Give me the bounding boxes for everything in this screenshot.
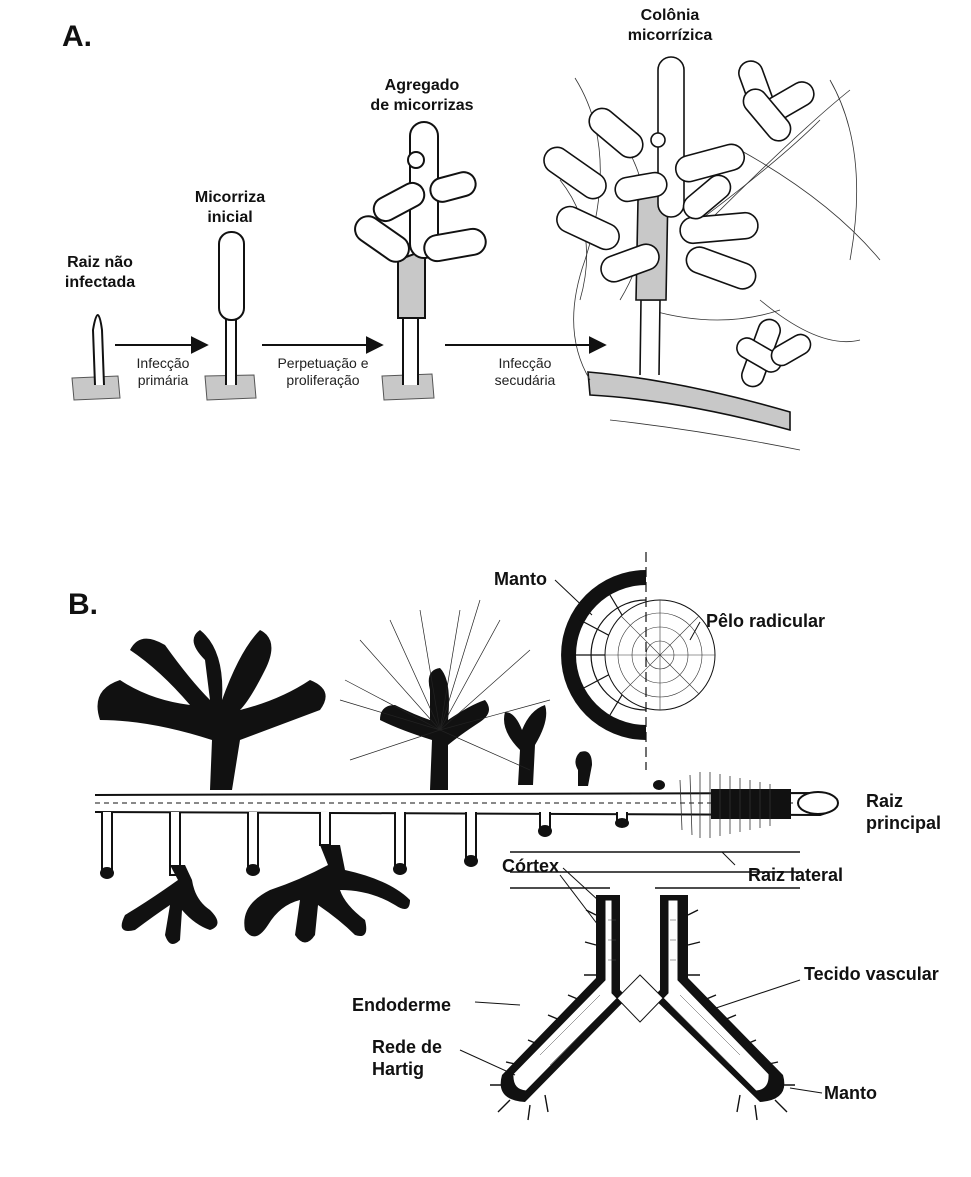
label-line1: Rede de xyxy=(372,1036,442,1058)
lateral-root-section xyxy=(490,852,800,1120)
label-line2: Hartig xyxy=(372,1058,442,1080)
label-manto-top: Manto xyxy=(494,568,547,590)
arrow-label-primary-infection: Infecção primária xyxy=(118,355,208,389)
panel-a-letter: A. xyxy=(62,20,92,54)
panel-b-figure xyxy=(95,552,838,1120)
stage-label-line2: de micorrizas xyxy=(352,96,492,116)
mycorrhizal-colony xyxy=(539,57,880,450)
stage-label-line1: Colônia xyxy=(600,6,740,26)
arrow-label-line1: Perpetuação e xyxy=(258,355,388,372)
initial-mycorrhiza xyxy=(219,232,244,385)
stage-label-initial-mycorrhiza: Micorriza inicial xyxy=(170,188,290,228)
label-endoderme: Endoderme xyxy=(352,994,451,1016)
stage-label-line1: Agregado xyxy=(352,76,492,96)
label-line2: principal xyxy=(866,812,941,834)
label-raiz-principal: Raiz principal xyxy=(866,790,941,834)
panel-b-letter: B. xyxy=(68,588,98,622)
stage-label-aggregate: Agregado de micorrizas xyxy=(352,76,492,116)
stage-label-uninfected-root: Raiz não infectada xyxy=(40,253,160,293)
arrow-label-line1: Infecção xyxy=(475,355,575,372)
label-cortex: Córtex xyxy=(502,855,559,877)
stage-label-line2: inicial xyxy=(170,208,290,228)
arrow-label-line1: Infecção xyxy=(118,355,208,372)
uninfected-root xyxy=(93,315,104,385)
arrow-label-line2: primária xyxy=(118,372,208,389)
stage-label-line1: Raiz não xyxy=(40,253,160,273)
stage-label-line2: infectada xyxy=(40,273,160,293)
stage-label-colony: Colônia micorrízica xyxy=(600,6,740,46)
arrow-label-line2: secudária xyxy=(475,372,575,389)
black-mycorrhizae-below xyxy=(122,845,410,944)
label-rede-de-hartig: Rede de Hartig xyxy=(372,1036,442,1080)
label-manto-bottom: Manto xyxy=(824,1082,877,1104)
label-pelo-radicular: Pêlo radicular xyxy=(706,610,825,632)
stage-label-line1: Micorriza xyxy=(170,188,290,208)
label-raiz-lateral: Raiz lateral xyxy=(748,864,843,886)
arrow-label-proliferation: Perpetuação e proliferação xyxy=(258,355,388,389)
cross-section xyxy=(561,552,715,770)
label-line1: Raiz xyxy=(866,790,941,812)
arrow-label-secondary-infection: Infecção secudária xyxy=(475,355,575,389)
stage-label-line2: micorrízica xyxy=(600,26,740,46)
label-tecido-vascular: Tecido vascular xyxy=(804,963,939,985)
arrow-label-line2: proliferação xyxy=(258,372,388,389)
